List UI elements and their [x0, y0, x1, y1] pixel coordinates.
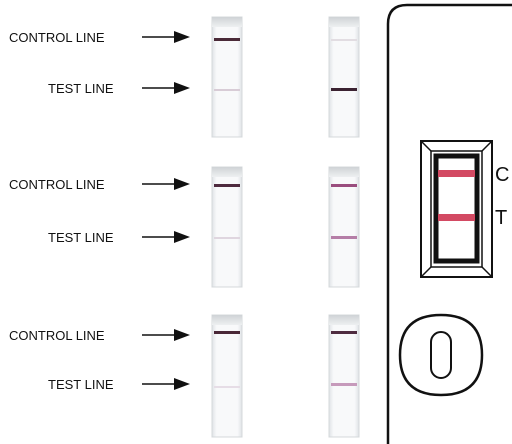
test-line-marker	[438, 214, 475, 221]
control-line-label: CONTROL LINE	[9, 328, 105, 343]
control-band	[331, 39, 357, 41]
right-test-strip	[328, 16, 360, 138]
test-line-label: TEST LINE	[48, 81, 114, 96]
arrow-head-icon	[174, 378, 190, 390]
left-test-strip	[211, 16, 243, 138]
arrow-head-icon	[174, 82, 190, 94]
sample-well-opening	[430, 331, 452, 379]
test-band	[331, 383, 357, 386]
test-band	[331, 88, 357, 91]
c-label: C	[495, 164, 509, 186]
right-test-strip	[328, 314, 360, 438]
left-test-strip	[211, 314, 243, 438]
test-band	[214, 237, 240, 239]
control-band	[331, 331, 357, 334]
control-band	[214, 331, 240, 334]
control-band	[214, 184, 240, 187]
arrow-head-icon	[174, 31, 190, 43]
row-3: CONTROL LINE TEST LINE	[9, 314, 360, 438]
test-band	[214, 89, 240, 91]
control-band	[214, 38, 240, 41]
sample-well	[398, 313, 484, 397]
result-window	[420, 140, 493, 278]
control-line-label: CONTROL LINE	[9, 30, 105, 45]
test-cassette: C T	[386, 3, 512, 444]
t-label: T	[495, 207, 507, 229]
test-line-label: TEST LINE	[48, 377, 114, 392]
control-line-marker	[438, 170, 475, 177]
arrow-head-icon	[174, 329, 190, 341]
cassette-outline	[386, 3, 512, 444]
arrow-head-icon	[174, 178, 190, 190]
row-1: CONTROL LINE TEST LINE	[9, 16, 360, 138]
test-band	[214, 386, 240, 388]
control-line-label: CONTROL LINE	[9, 177, 105, 192]
test-line-label: TEST LINE	[48, 230, 114, 245]
control-band	[331, 184, 357, 187]
right-test-strip	[328, 166, 360, 288]
row-2: CONTROL LINE TEST LINE	[9, 166, 360, 288]
test-band	[331, 236, 357, 239]
arrow-head-icon	[174, 231, 190, 243]
left-test-strip	[211, 166, 243, 288]
